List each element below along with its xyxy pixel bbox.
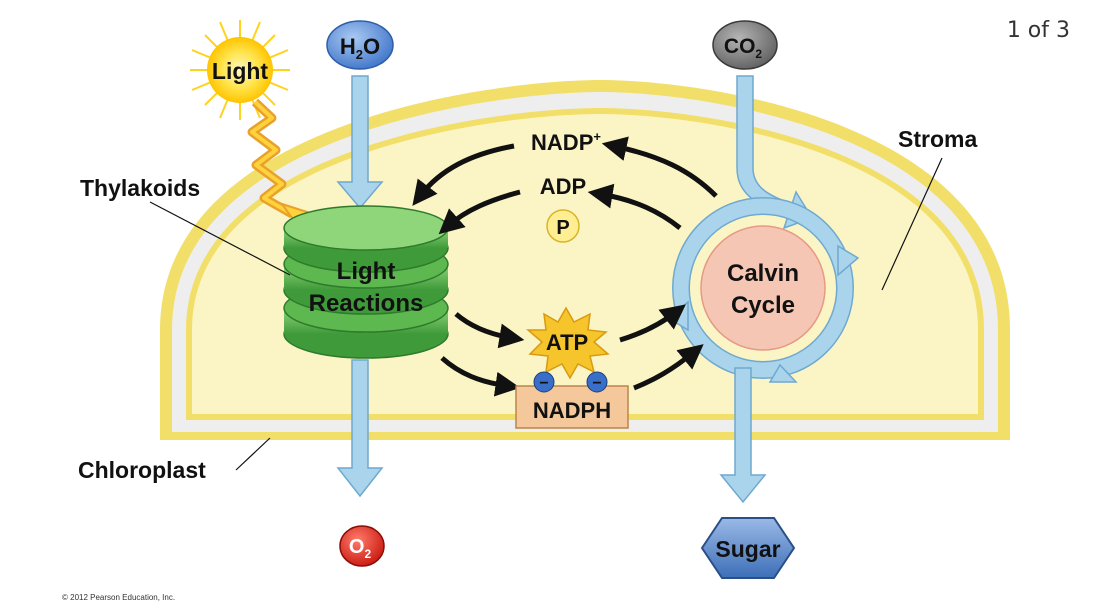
chloroplast-label: Chloroplast <box>78 457 206 483</box>
chloroplast-leader-line <box>235 437 271 471</box>
electron-icon: − <box>586 371 608 393</box>
stroma-leader-line <box>881 157 943 291</box>
phosphate-label: P <box>556 217 569 239</box>
h2o-molecule <box>326 20 394 70</box>
stroma-label: Stroma <box>898 126 977 152</box>
calvin-label-line1: Calvin <box>727 260 799 287</box>
h2o-label: H2O <box>340 34 380 62</box>
nadp-label: NADP+ <box>531 129 601 155</box>
svg-text:−: − <box>592 375 601 392</box>
thylakoid-stack <box>283 205 449 359</box>
forward-arrows <box>440 304 704 397</box>
nadph-label: NADPH <box>533 398 611 423</box>
h2o-arrow <box>336 75 384 210</box>
atp-label: ATP <box>546 330 588 355</box>
atp-starburst <box>525 306 610 380</box>
o2-label: O2 <box>349 536 372 561</box>
light-reactions-label-line2: Reactions <box>309 290 424 317</box>
thylakoids-leader-line <box>149 201 291 276</box>
sugar-hexagon <box>700 517 796 579</box>
electron-icon: − <box>533 371 555 393</box>
thylakoids-label: Thylakoids <box>80 175 200 201</box>
calvin-cycle-ring <box>666 197 860 383</box>
calvin-cycle-center <box>700 225 826 351</box>
page-counter: 1 of 3 <box>1006 18 1070 43</box>
light-reactions-label-line1: Light <box>337 258 396 285</box>
calvin-label-line2: Cycle <box>731 292 795 319</box>
sugar-label: Sugar <box>715 536 780 562</box>
o2-arrow <box>336 359 384 498</box>
o2-molecule <box>339 525 385 567</box>
light-label: Light <box>212 58 269 84</box>
adp-label: ADP <box>540 174 586 199</box>
svg-text:−: − <box>539 375 548 392</box>
co2-molecule <box>712 20 778 70</box>
sugar-arrow <box>719 367 767 504</box>
nadph-box <box>515 385 629 429</box>
sun-icon <box>190 20 290 120</box>
phosphate-circle <box>546 209 580 243</box>
copyright-text: © 2012 Pearson Education, Inc. <box>62 593 175 602</box>
co2-label: CO2 <box>724 35 763 61</box>
return-arrows <box>412 136 718 235</box>
